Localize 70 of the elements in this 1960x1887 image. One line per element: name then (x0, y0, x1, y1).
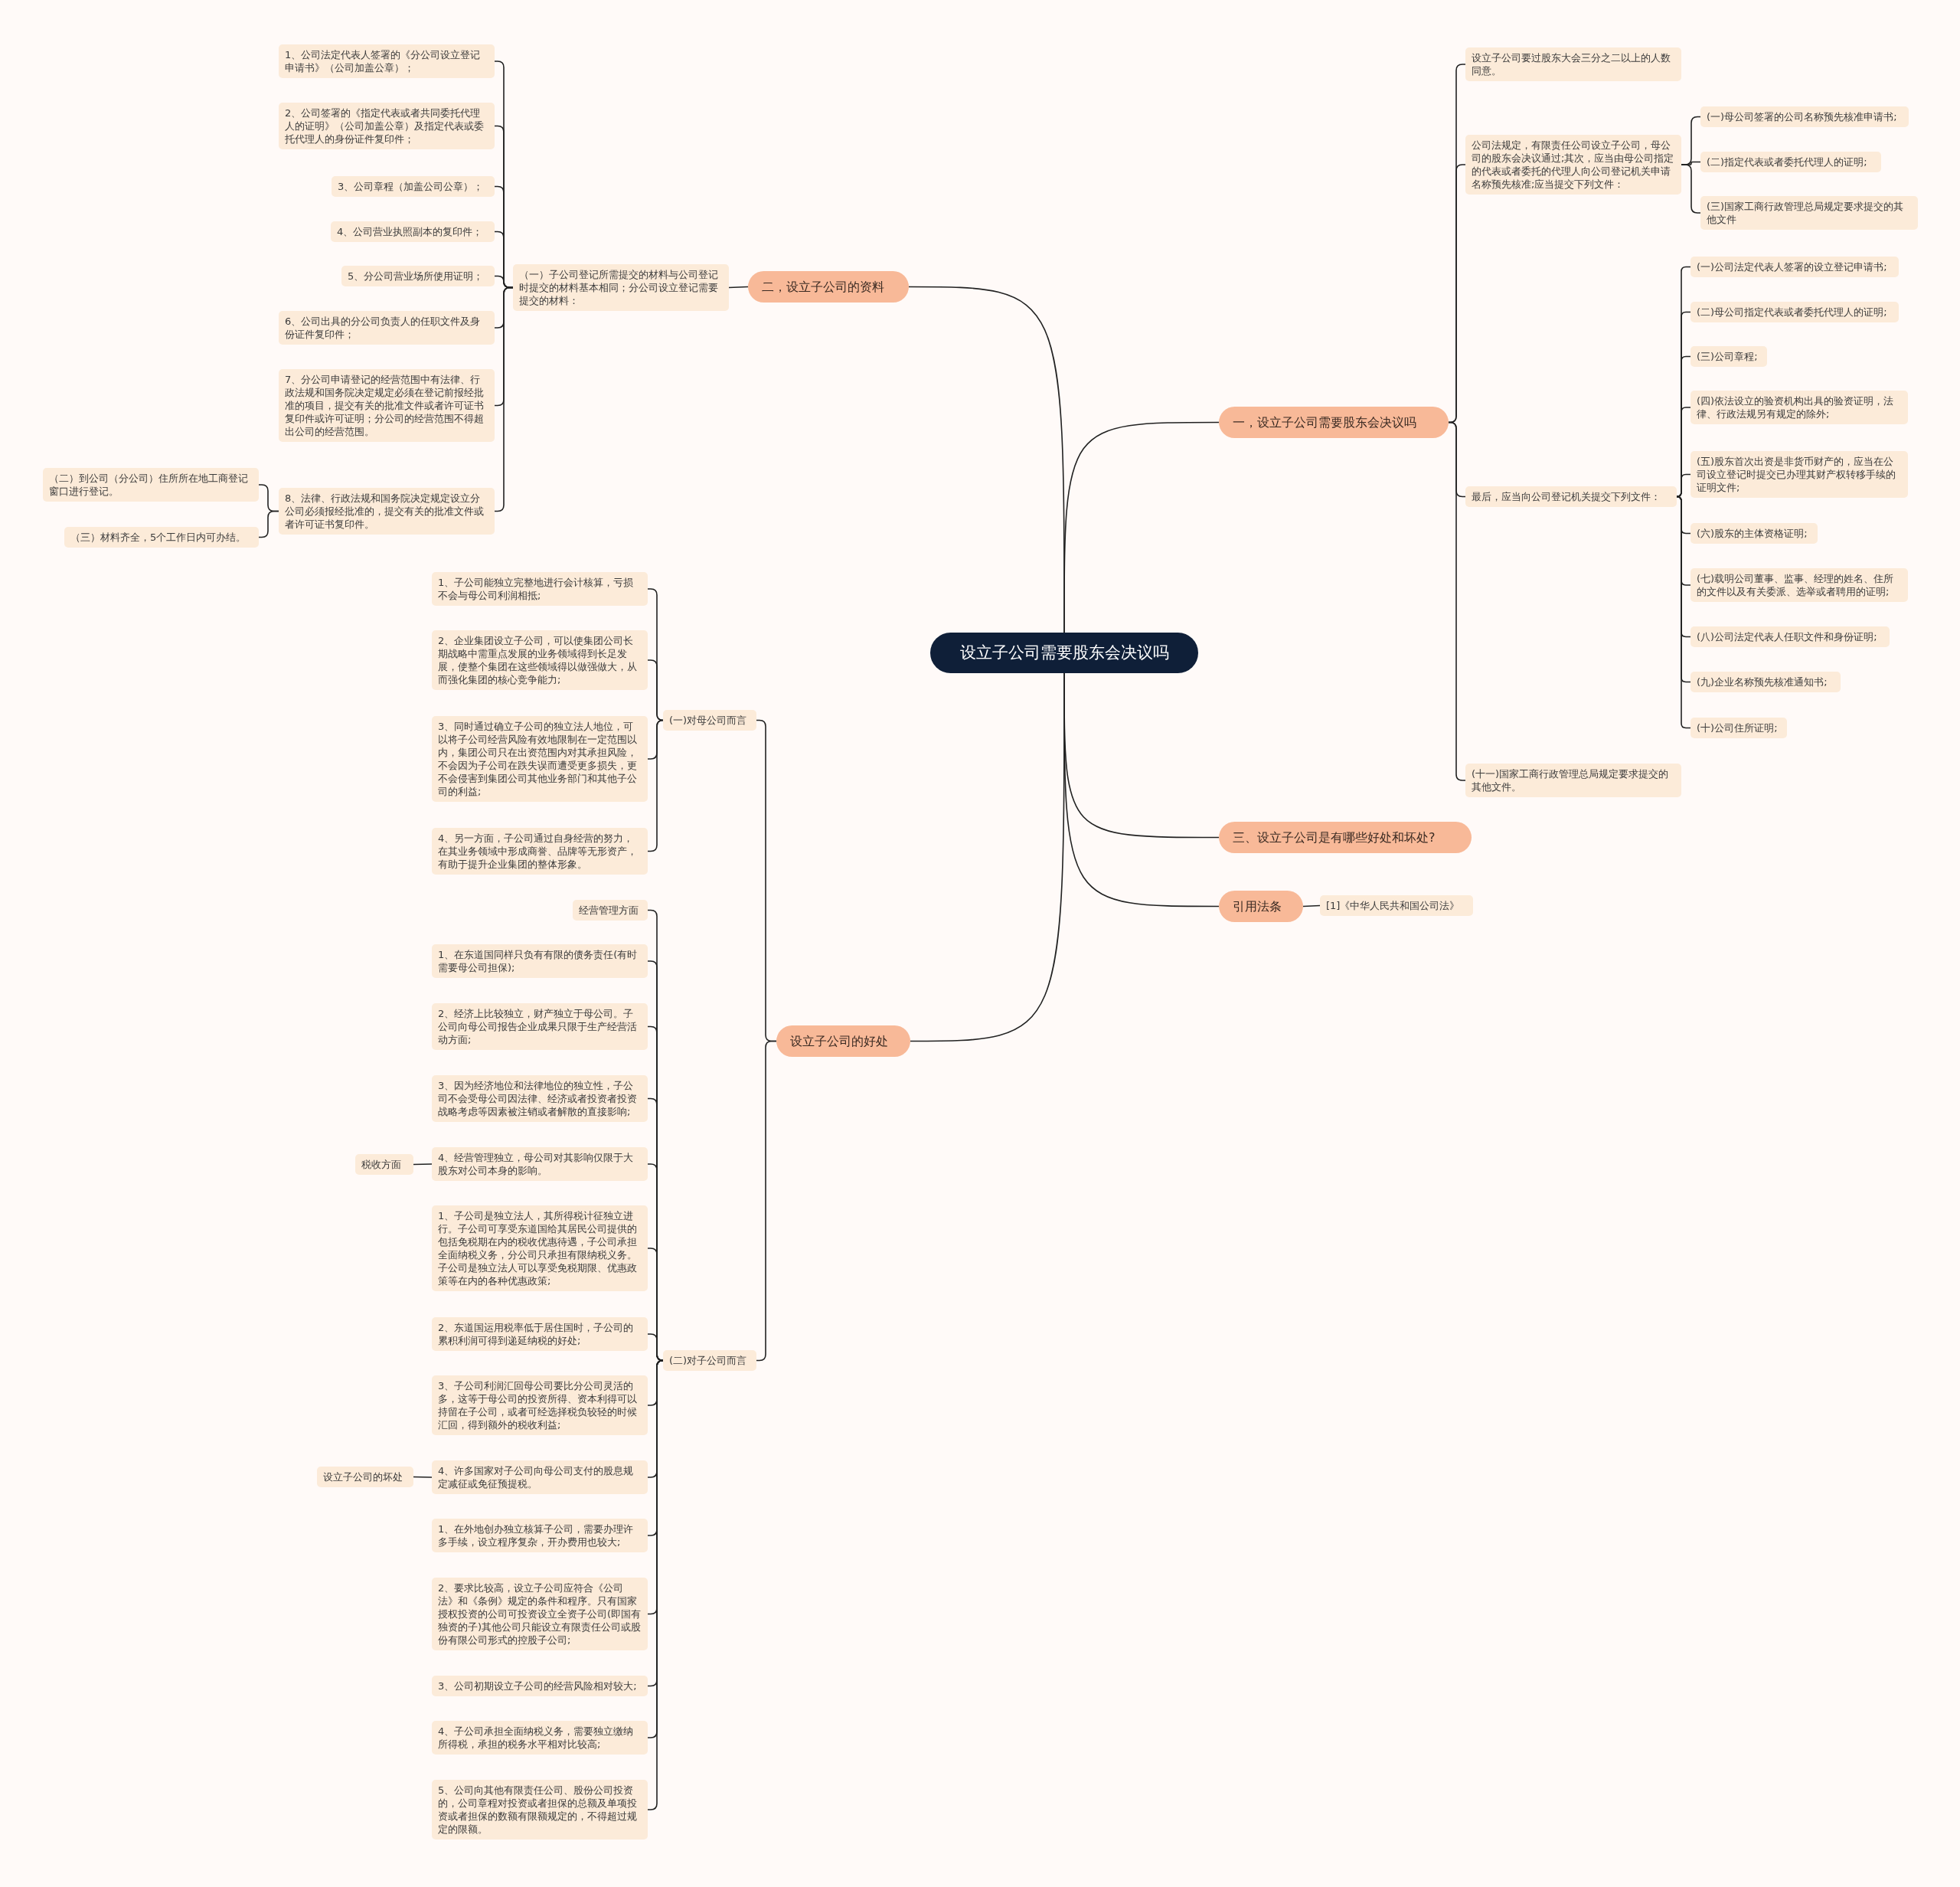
subtopic-node: 4、公司营业执照副本的复印件； (331, 221, 495, 242)
connector-line (1681, 164, 1701, 214)
subtopic-node: (九)企业名称预先核准通知书; (1690, 672, 1841, 692)
subtopic-node: 设立子公司要过股东大会三分之二以上的人数同意。 (1465, 47, 1681, 81)
subtopic-node: (四)依法设立的验资机构出具的验资证明，法律、行政法规另有规定的除外; (1690, 391, 1908, 424)
subtopic-node: 公司法规定，有限责任公司设立子公司，母公司的股东会决议通过;其次，应当由母公司指定的代表或者委托的代理人向公司登记机关申请名称预先核准;应当提交下列文件： (1465, 135, 1681, 195)
subtopic-node: 7、分公司申请登记的经营范围中有法律、行政法规和国务院决定规定必须在登记前报经批准的项目，提交有关的批准文件或者许可证书复印件或许可证明；分公司的经营范围不得超出公司的经营范围。 (279, 369, 495, 442)
branch-topic: 三、设立子公司是有哪些好处和坏处? (1219, 822, 1472, 853)
branch-topic: 一，设立子公司需要股东会决议吗 (1219, 407, 1449, 438)
branch-topic: 设立子公司的好处 (776, 1025, 910, 1057)
subtopic-node: (一)公司法定代表人签署的设立登记申请书; (1690, 257, 1899, 277)
connector-line (1302, 904, 1321, 908)
subtopic-node: 2、经济上比较独立，财产独立于母公司。子公司向母公司报告企业成果只限于生产经营活动方面; (432, 1003, 648, 1050)
subtopic-node: 3、因为经济地位和法律地位的独立性，子公司不会受母公司因法律、经济或者投资者投资战略考虑等因素被注销或者解散的直接影响; (432, 1075, 648, 1122)
subtopic-node: （一）子公司登记所需提交的材料与公司登记时提交的材料基本相同；分公司设立登记需要提交的材料： (513, 264, 729, 311)
subtopic-node: (三)公司章程; (1690, 346, 1767, 367)
subtopic-node: 5、公司向其他有限责任公司、股份公司投资的，公司章程对投资或者担保的总额及单项投资或者担保的数额有限额规定的，不得超过规定的限额。 (432, 1780, 648, 1840)
subtopic-node: 2、东道国运用税率低于居住国时，子公司的累积利润可得到递延纳税的好处; (432, 1317, 648, 1351)
connector-line (910, 672, 1065, 1042)
subtopic-node: 2、公司签署的《指定代表或者共同委托代理人的证明》（公司加盖公章）及指定代表或委托代理人的身份证件复印件； (279, 103, 495, 149)
subtopic-node: 经营管理方面 (573, 900, 648, 921)
subtopic-node: (一)母公司签署的公司名称预先核准申请书; (1700, 106, 1909, 127)
subtopic-node: 3、同时通过确立子公司的独立法人地位，可以将子公司经营风险有效地限制在一定范围以内，集团公司只在出资范围内对其承担风险，不会因为子公司在跌失误而遭受更多损失，更不会侵害到集团公司其他业务部门和其他子公司的利益; (432, 716, 648, 802)
subtopic-node: 1、子公司是独立法人，其所得税计征独立进行。子公司可享受东道国给其居民公司提供的包括免税期在内的税收优惠待遇，子公司承担全面纳税义务，分公司只承担有限纳税义务。子公司是独立法人可以享受免税期限、优惠政策等在内的各种优惠政策; (432, 1205, 648, 1291)
subtopic-node: （二）到公司（分公司）住所所在地工商登记窗口进行登记。 (43, 468, 259, 502)
subtopic-node: 1、子公司能独立完整地进行会计核算，亏损不会与母公司利润相抵; (432, 572, 648, 606)
connector-line (413, 1476, 433, 1478)
central-topic: 设立子公司需要股东会决议吗 (930, 633, 1198, 673)
subtopic-node: 4、另一方面，子公司通过自身经营的努力，在其业务领域中形成商誉、品牌等无形资产，有助于提升企业集团的整体形象。 (432, 828, 648, 875)
subtopic-node: 最后，应当向公司登记机关提交下列文件： (1465, 486, 1677, 507)
connector-line (647, 659, 664, 721)
subtopic-node: 4、子公司承担全面纳税义务，需要独立缴纳所得税，承担的税务水平相对比较高; (432, 1721, 648, 1755)
subtopic-node: 2、企业集团设立子公司，可以使集团公司长期战略中需重点发展的业务领域得到长足发展，使整个集团在这些领域得以做强做大，从而强化集团的核心竞争能力; (432, 630, 648, 690)
subtopic-node: 税收方面 (355, 1154, 413, 1175)
connector-line (413, 1163, 433, 1166)
connector-line (494, 286, 514, 512)
connector-line (647, 719, 664, 852)
subtopic-node: 8、法律、行政法规和国务院决定规定设立分公司必须报经批准的，提交有关的批准文件或者许可证书复印件。 (279, 488, 495, 535)
subtopic-node: 4、经营管理独立，母公司对其影响仅限于大股东对公司本身的影响。 (432, 1147, 648, 1181)
subtopic-node: (二)指定代表或者委托代理人的证明; (1700, 152, 1881, 172)
connector-line (258, 510, 279, 538)
subtopic-node: 1、在东道国同样只负有有限的债务责任(有时需要母公司担保); (432, 944, 648, 978)
subtopic-node: (十一)国家工商行政管理总局规定要求提交的其他文件。 (1465, 764, 1681, 797)
subtopic-node: 设立子公司的坏处 (317, 1467, 413, 1487)
branch-topic: 二，设立子公司的资料 (748, 271, 909, 303)
subtopic-node: (八)公司法定代表人任职文件和身份证明; (1690, 626, 1890, 647)
subtopic-node: (七)载明公司董事、监事、经理的姓名、住所的文件以及有关委派、选举或者聘用的证明; (1690, 568, 1908, 602)
subtopic-node: (六)股东的主体资格证明; (1690, 523, 1818, 544)
subtopic-node: 4、许多国家对子公司向母公司支付的股息规定减征或免征预提税。 (432, 1460, 648, 1494)
branch-topic: 引用法条 (1219, 891, 1303, 922)
connector-line (756, 1040, 777, 1362)
connector-line (1448, 421, 1466, 781)
subtopic-node: 6、公司出具的分公司负责人的任职文件及身份证件复印件； (279, 311, 495, 345)
subtopic-node: 3、子公司利润汇回母公司要比分公司灵活的多，这等于母公司的投资所得、资本利得可以持留在子公司，或者可经选择税负较轻的时候汇回，得到额外的税收利益; (432, 1375, 648, 1435)
subtopic-node: 5、分公司营业场所使用证明； (341, 266, 495, 286)
subtopic-node: (二)母公司指定代表或者委托代理人的证明; (1690, 302, 1899, 322)
subtopic-node: (三)国家工商行政管理总局规定要求提交的其他文件 (1700, 196, 1918, 230)
subtopic-node: [1]《中华人民共和国公司法》 (1320, 895, 1473, 916)
subtopic-node: 1、在外地创办独立核算子公司，需要办理许多手续，设立程序复杂，开办费用也较大; (432, 1519, 648, 1552)
connector-line (908, 286, 1065, 633)
subtopic-node: (二)对子公司而言 (663, 1350, 756, 1371)
subtopic-node: (十)公司住所证明; (1690, 718, 1787, 738)
connector-line (728, 286, 749, 289)
subtopic-node: (五)股东首次出资是非货币财产的，应当在公司设立登记时提交已办理其财产权转移手续的证明文件; (1690, 451, 1908, 498)
subtopic-node: 3、公司初期设立子公司的经营风险相对较大; (432, 1676, 648, 1696)
subtopic-node: （三）材料齐全，5个工作日内可办结。 (64, 527, 259, 548)
subtopic-node: 1、公司法定代表人签署的《分公司设立登记申请书》（公司加盖公章）； (279, 44, 495, 78)
subtopic-node: 3、公司章程（加盖公司公章）； (332, 176, 495, 197)
subtopic-node: 2、要求比较高，设立子公司应符合《公司法》和《条例》规定的条件和程序。只有国家授权投资的公司可投资设立全资子公司(即国有独资的子)其他公司只能设立有限责任公司或股份有限公司形式的控股子公司; (432, 1578, 648, 1650)
subtopic-node: (一)对母公司而言 (663, 710, 756, 731)
